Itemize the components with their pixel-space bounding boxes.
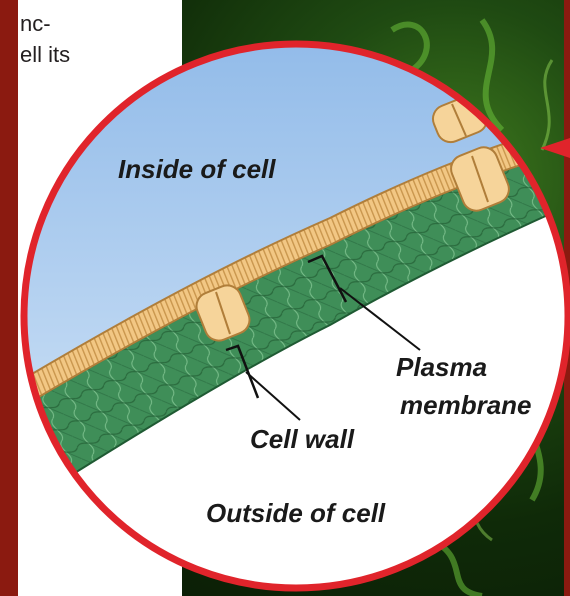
label-cell-wall: Cell wall [250,424,355,454]
label-plasma: Plasma [396,352,487,382]
label-outside-of-cell: Outside of cell [206,498,386,528]
label-inside-of-cell: Inside of cell [118,154,276,184]
label-membrane: membrane [400,390,532,420]
magnifier-pointer [540,138,570,158]
